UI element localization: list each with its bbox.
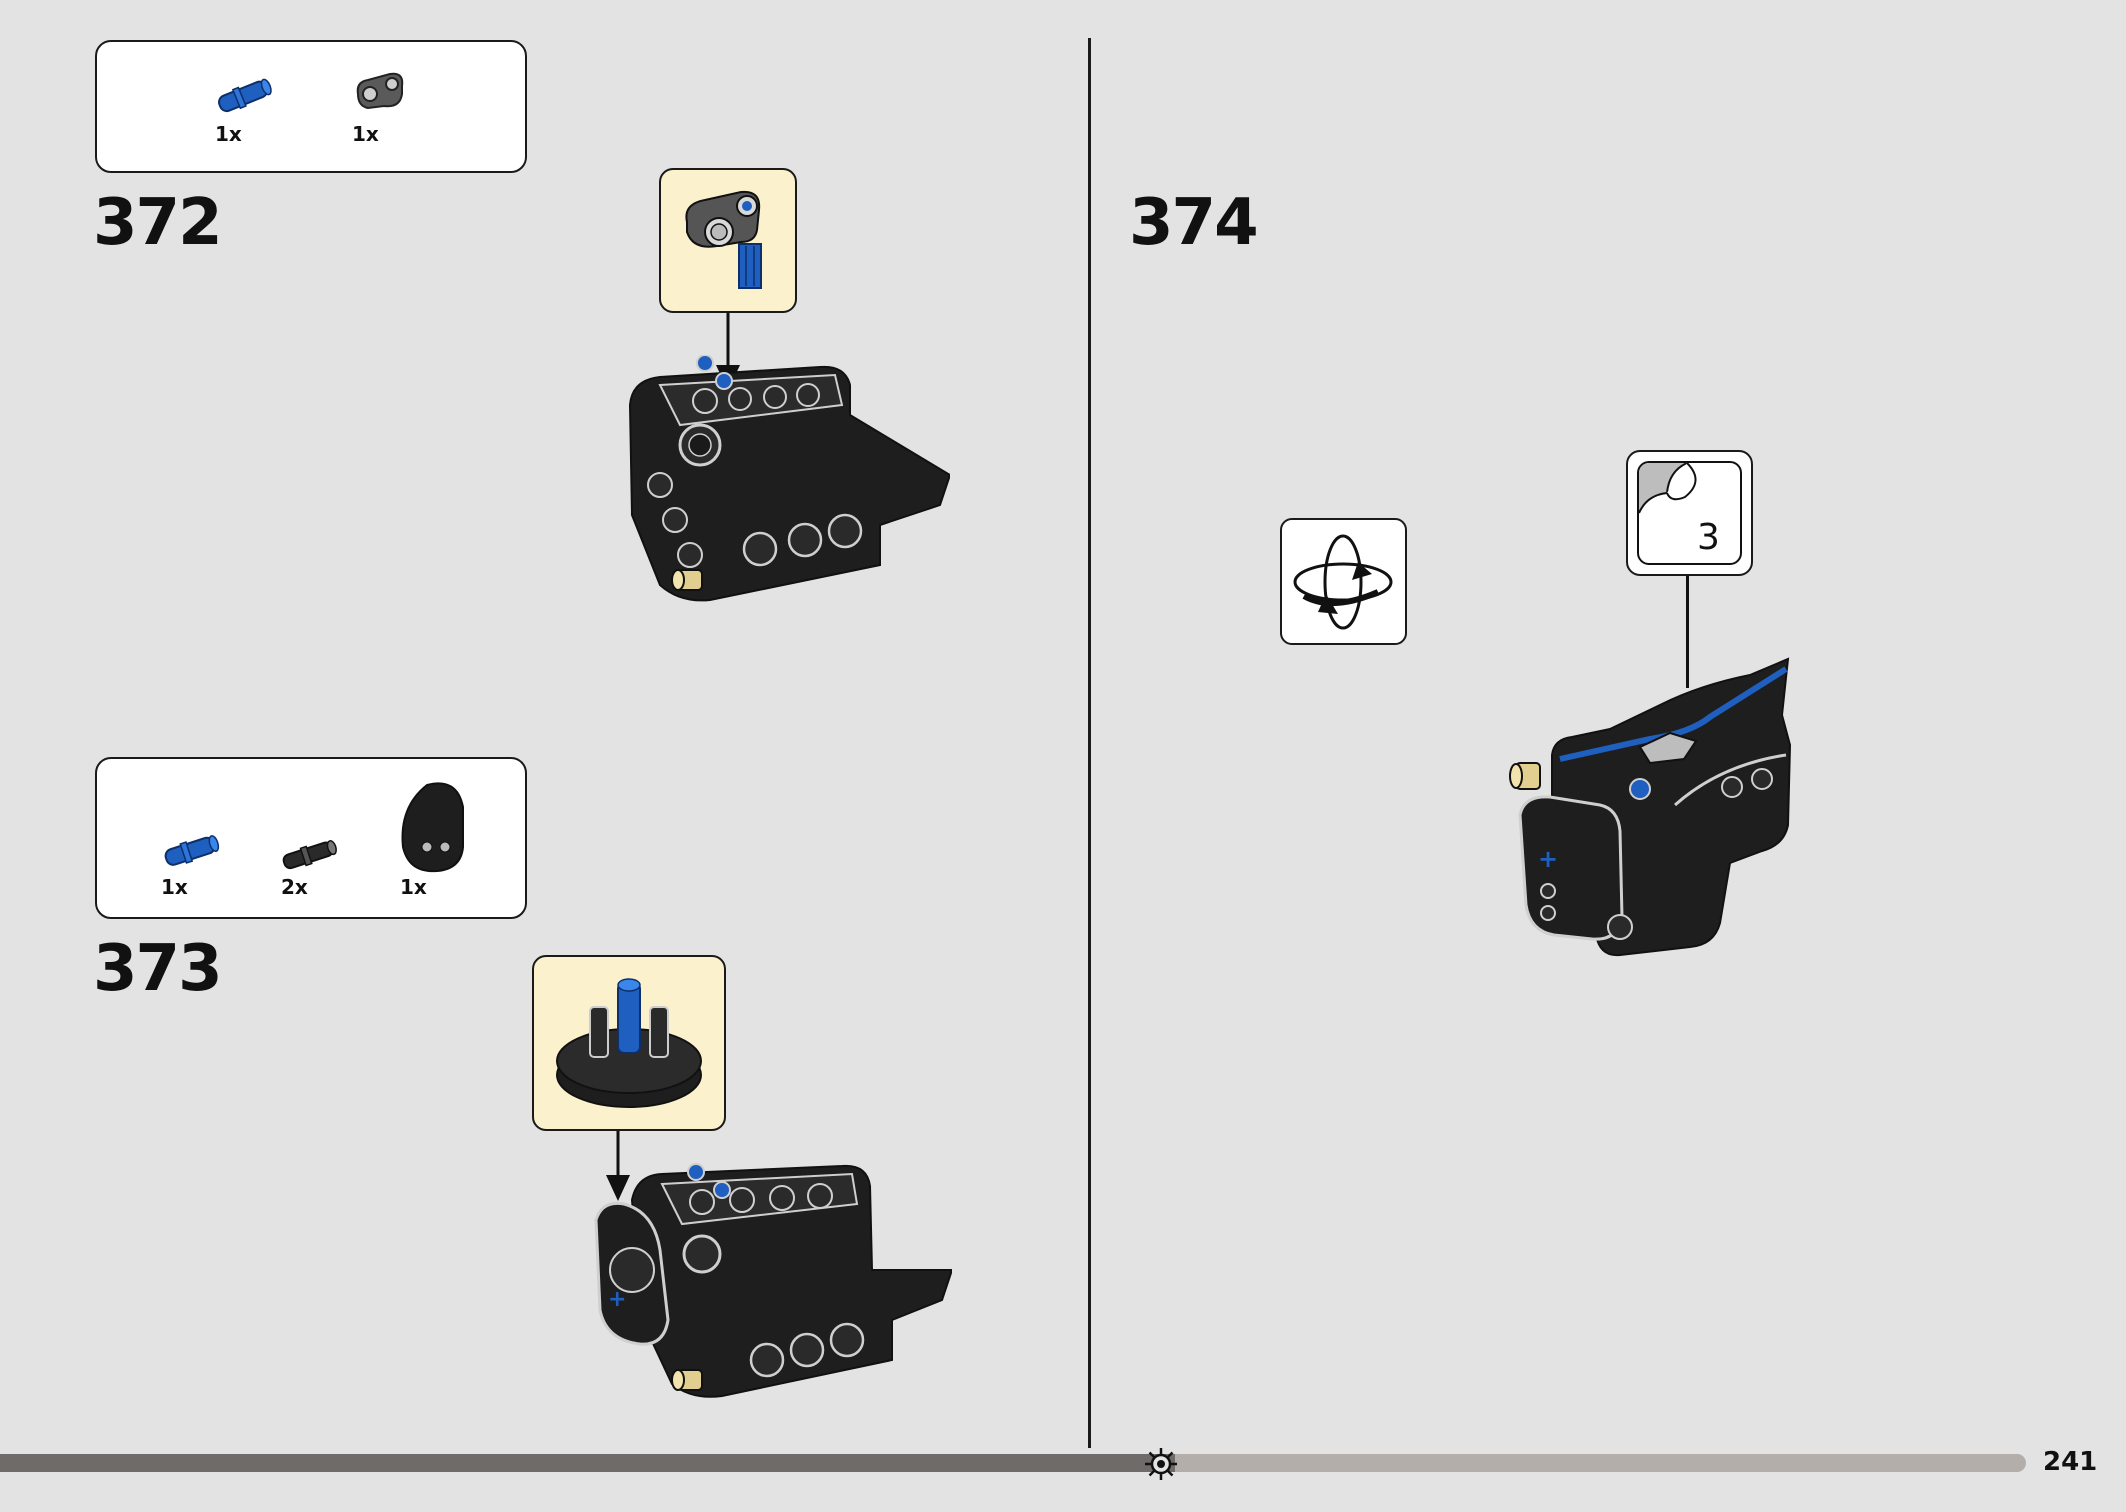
parts-list-373: 1x 2x 1x bbox=[95, 757, 527, 919]
part-qty: 1x bbox=[400, 875, 427, 899]
part-qty: 1x bbox=[215, 122, 242, 146]
black-pin-icon bbox=[282, 840, 337, 870]
step-number-372: 372 bbox=[93, 186, 223, 260]
part-qty: 1x bbox=[352, 122, 379, 146]
black-panel-icon bbox=[401, 782, 464, 873]
svg-text:+: + bbox=[1538, 845, 1558, 873]
callout-leader-line bbox=[1686, 576, 1689, 688]
blue-axle-pin-icon bbox=[164, 835, 220, 866]
panel-with-pins-icon bbox=[556, 978, 702, 1108]
svg-text:+: + bbox=[608, 1287, 626, 1312]
callout-373 bbox=[532, 955, 726, 1131]
blue-axle-pin-icon bbox=[218, 78, 272, 113]
model-assembly-372 bbox=[628, 355, 950, 602]
part-qty: 2x bbox=[281, 875, 308, 899]
subassembly-inner: 3 bbox=[1637, 461, 1742, 565]
progress-bar-fill bbox=[0, 1454, 1176, 1472]
subassembly-number: 3 bbox=[1697, 517, 1720, 558]
page-number: 241 bbox=[2043, 1447, 2098, 1477]
model-assembly-373: + bbox=[594, 1163, 952, 1398]
progress-bar bbox=[0, 1454, 2026, 1472]
step-number-373: 373 bbox=[93, 932, 223, 1006]
rotate-model-icon bbox=[1280, 518, 1407, 645]
callout-372 bbox=[659, 168, 797, 313]
subassembly-callout: 3 bbox=[1626, 450, 1753, 576]
model-assembly-374: + bbox=[1509, 657, 1792, 957]
page-divider bbox=[1088, 38, 1091, 1448]
step-number-374: 374 bbox=[1129, 186, 1259, 260]
gray-beam-connector-icon bbox=[356, 72, 404, 110]
parts-list-372: 1x 1x bbox=[95, 40, 527, 173]
page-turn-icon bbox=[1639, 463, 1697, 514]
arrow-down-icon bbox=[606, 1131, 630, 1201]
sun-progress-icon bbox=[1145, 1448, 1177, 1480]
connector-with-pin-icon bbox=[685, 190, 762, 289]
part-qty: 1x bbox=[161, 875, 188, 899]
